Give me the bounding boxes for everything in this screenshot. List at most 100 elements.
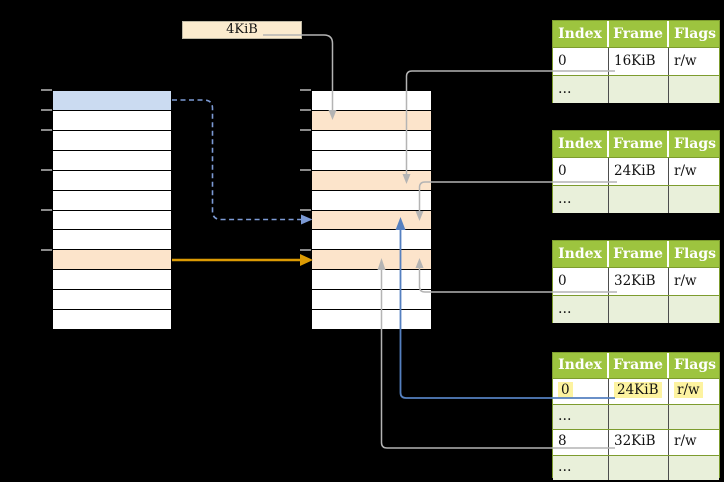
left-memory-column-address-tick <box>41 249 52 251</box>
middle-memory-column-row-2 <box>312 131 431 151</box>
left-memory-column-row-7 <box>53 230 171 251</box>
frame-table-level2-cell <box>609 455 669 480</box>
left-memory-column-row-5 <box>53 191 171 211</box>
left-memory-column-address-tick <box>41 109 52 111</box>
highlighted-value: 24KiB <box>614 382 662 398</box>
frame-table-level2-cell <box>669 405 721 430</box>
frame-table-32kib-cell <box>669 296 721 323</box>
frame-table-16kib-cell <box>669 76 721 103</box>
frame-table-16kib-header-cell: Frame <box>609 21 669 47</box>
frame-table-24kib-cell: … <box>553 186 609 213</box>
middle-memory-column-row-3 <box>312 151 431 171</box>
middle-memory-column <box>311 90 432 330</box>
frame-table-16kib-row-1: … <box>553 75 719 103</box>
frame-table-level2-cell: r/w <box>674 433 697 449</box>
arrow-left-row0-to-middle-dashed <box>172 99 313 225</box>
frame-table-24kib-header-cell: Frame <box>609 131 669 157</box>
frame-table-24kib-cell <box>669 186 721 213</box>
frame-table-32kib-cell: r/w <box>674 273 697 289</box>
frame-table-level2-cell <box>609 404 669 429</box>
frame-table-16kib-header-cell: Flags <box>674 26 716 42</box>
highlighted-value: r/w <box>674 382 703 398</box>
left-memory-column-row-11 <box>53 310 171 329</box>
middle-memory-column-address-tick <box>300 129 311 131</box>
left-memory-column-row-3 <box>53 151 171 171</box>
frame-table-level2-cell: 24KiB <box>609 379 669 404</box>
frame-table-16kib-header-cell: Index <box>553 21 609 47</box>
frame-table-level2-cell: 8 <box>553 430 609 455</box>
frame-table-level2-cell <box>669 456 721 481</box>
middle-memory-column-address-tick <box>300 89 311 91</box>
frame-table-level2-header-cell: Frame <box>609 353 669 378</box>
frame-table-level2-row-3: … <box>553 454 721 481</box>
middle-memory-column-address-tick <box>300 209 311 211</box>
middle-memory-column-row-11 <box>312 310 431 329</box>
left-memory-column-row-6 <box>53 211 171 231</box>
highlighted-value: 0 <box>558 382 573 398</box>
frame-table-24kib-cell: r/w <box>674 163 697 179</box>
frame-table-level2-row-1: … <box>553 403 721 430</box>
page-size-label: 4KiB <box>226 22 258 37</box>
frame-table-32kib-row-1: … <box>553 295 719 323</box>
frame-table-level2-header-cell: Flags <box>674 357 716 373</box>
middle-memory-column-row-4 <box>312 170 431 191</box>
middle-memory-column-row-8 <box>312 250 431 271</box>
frame-table-16kib-cell: … <box>553 76 609 103</box>
middle-memory-column-address-tick <box>300 169 311 171</box>
middle-memory-column-row-0 <box>312 91 431 111</box>
left-memory-column-address-tick <box>41 89 52 91</box>
frame-table-32kib-cell: 32KiB <box>609 268 669 295</box>
frame-table-32kib-header-cell: Flags <box>674 246 716 262</box>
left-memory-column-row-8 <box>53 250 171 271</box>
left-memory-column-row-10 <box>53 290 171 311</box>
middle-memory-column-row-10 <box>312 290 431 311</box>
left-memory-column-address-tick <box>41 209 52 211</box>
frame-table-16kib-cell: 0 <box>553 48 609 75</box>
left-memory-column-address-tick <box>41 169 52 171</box>
frame-table-level2-row-0: 0 24KiB r/w <box>553 378 719 404</box>
frame-table-16kib-cell: 16KiB <box>609 48 669 75</box>
left-memory-column-row-2 <box>53 131 171 151</box>
frame-table-24kib-cell: 24KiB <box>609 158 669 185</box>
frame-table-32kib-cell: 0 <box>553 268 609 295</box>
frame-table-16kib-cell <box>609 76 669 103</box>
left-memory-column <box>52 90 172 330</box>
middle-memory-column-row-6 <box>312 210 431 231</box>
left-memory-column-row-9 <box>53 270 171 291</box>
middle-memory-column-address-tick <box>300 109 311 111</box>
frame-table-24kib-row-1: … <box>553 185 719 213</box>
left-memory-column-address-tick <box>41 129 52 131</box>
frame-table-level2-cell: r/w <box>669 379 721 404</box>
middle-memory-column-row-7 <box>312 230 431 251</box>
frame-table-24kib-header-cell: Flags <box>674 136 716 152</box>
frame-table-level2-cell: 0 <box>553 379 609 404</box>
frame-table-16kib-cell: r/w <box>674 53 697 69</box>
frame-table-level2-header-cell: Index <box>553 353 609 378</box>
frame-table-32kib-cell: … <box>553 296 609 323</box>
middle-memory-column-row-5 <box>312 191 431 211</box>
frame-table-32kib-header-cell: Frame <box>609 241 669 267</box>
arrow-left-row8-to-middle-orange <box>172 254 313 266</box>
frame-table-level2-cell: … <box>553 455 609 480</box>
left-memory-column-row-4 <box>53 171 171 191</box>
frame-table-32kib-header-cell: Index <box>553 241 609 267</box>
frame-table-24kib-cell: 0 <box>553 158 609 185</box>
frame-table-level2-cell: … <box>553 404 609 429</box>
frame-table-32kib-cell <box>609 296 669 323</box>
left-memory-column-row-0 <box>53 91 171 111</box>
frame-table-level2-cell: 32KiB <box>609 430 669 455</box>
middle-memory-column-row-9 <box>312 270 431 291</box>
